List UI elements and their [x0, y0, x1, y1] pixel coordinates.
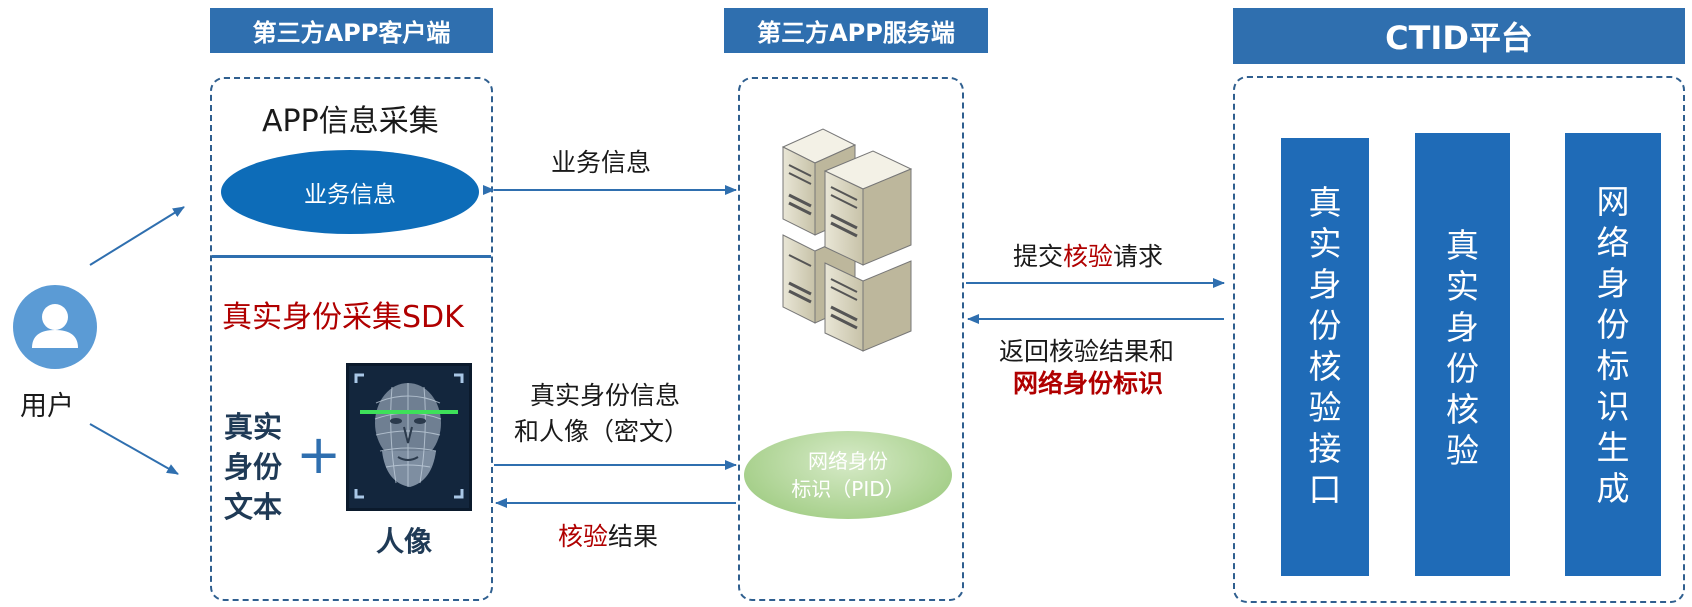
identity-text-line-3: 文本	[224, 490, 283, 524]
app-info-title: APP信息采集	[262, 104, 439, 139]
ctid-col1-char: 接	[1308, 429, 1342, 468]
server-stack-icon	[781, 128, 913, 352]
return-result-label-1: 返回核验结果和	[999, 337, 1175, 366]
ctid-col1-char: 份	[1308, 306, 1342, 345]
face-scan-icon	[346, 363, 472, 511]
ctid-col2-char: 真	[1446, 226, 1479, 265]
sdk-title: 真实身份采集SDK	[222, 300, 464, 335]
ctid-col3-char: 成	[1596, 469, 1630, 508]
verify-result-rest: 结果	[608, 522, 659, 551]
business-info-ellipse-label: 业务信息	[304, 182, 396, 208]
identity-text-label: 真实 身份 文本	[224, 407, 282, 527]
ctid-col3-char: 身	[1596, 264, 1630, 303]
ctid-col3-char: 络	[1596, 223, 1630, 262]
ctid-col2-char: 身	[1446, 308, 1479, 347]
user-avatar-icon	[13, 285, 97, 369]
ctid-column-verify-interface: 真 实 身 份 核 验 接 口	[1281, 138, 1369, 576]
ctid-col1-char: 核	[1308, 347, 1342, 386]
user-label: 用户	[20, 391, 74, 422]
real-identity-link-label-2: 和人像（密文）	[514, 417, 690, 446]
verify-result-link-label: 核验结果	[558, 517, 658, 553]
business-info-ellipse: 业务信息	[221, 150, 479, 234]
portrait-label: 人像	[376, 525, 433, 558]
ctid-column-pid-generation: 网 络 身 份 标 识 生 成	[1565, 133, 1661, 576]
ctid-col2-char: 验	[1446, 431, 1479, 470]
client-panel	[210, 77, 493, 601]
submit-request-label: 提交核验请求	[1013, 237, 1163, 273]
ctid-col3-char: 份	[1596, 305, 1630, 344]
ctid-col1-char: 验	[1308, 388, 1342, 427]
plus-sign: +	[296, 423, 342, 486]
server-panel	[738, 77, 964, 601]
ctid-col3-char: 网	[1596, 182, 1630, 221]
submit-request-post: 请求	[1113, 242, 1164, 271]
ctid-col2-char: 实	[1446, 267, 1479, 306]
server-unit-front-bottom	[824, 260, 912, 352]
submit-request-red: 核验	[1063, 242, 1114, 271]
identity-text-line-2: 身份	[224, 450, 283, 484]
pid-ellipse-line-1: 网络身份	[808, 449, 888, 473]
pid-ellipse: 网络身份 标识（PID）	[744, 431, 952, 519]
verify-result-red: 核验	[558, 522, 609, 551]
ctid-col2-char: 份	[1446, 349, 1479, 388]
pid-ellipse-line-2: 标识（PID）	[791, 477, 905, 501]
submit-request-pre: 提交	[1013, 242, 1064, 271]
identity-text-line-1: 真实	[224, 410, 283, 444]
header-ctid: CTID平台	[1233, 8, 1685, 64]
ctid-col3-char: 生	[1596, 428, 1630, 467]
user-to-app-arrow	[89, 206, 185, 266]
header-server: 第三方APP服务端	[724, 8, 988, 53]
user-to-sdk-arrow	[89, 423, 179, 475]
ctid-col1-char: 真	[1308, 183, 1342, 222]
ctid-col3-char: 识	[1596, 387, 1630, 426]
business-info-link-label: 业务信息	[551, 148, 652, 177]
client-divider	[212, 255, 491, 258]
ctid-col3-char: 标	[1596, 346, 1630, 385]
ctid-column-verify: 真 实 身 份 核 验	[1415, 133, 1510, 576]
ctid-col1-char: 身	[1308, 265, 1342, 304]
ctid-col1-char: 实	[1308, 224, 1342, 263]
ctid-col2-char: 核	[1446, 390, 1479, 429]
return-result-label-2: 网络身份标识	[1013, 369, 1164, 398]
ctid-col1-char: 口	[1308, 470, 1342, 509]
ctid-panel	[1233, 76, 1685, 603]
header-client: 第三方APP客户端	[210, 8, 493, 53]
server-unit-front-top	[823, 150, 913, 266]
real-identity-link-label-1: 真实身份信息	[530, 381, 681, 410]
